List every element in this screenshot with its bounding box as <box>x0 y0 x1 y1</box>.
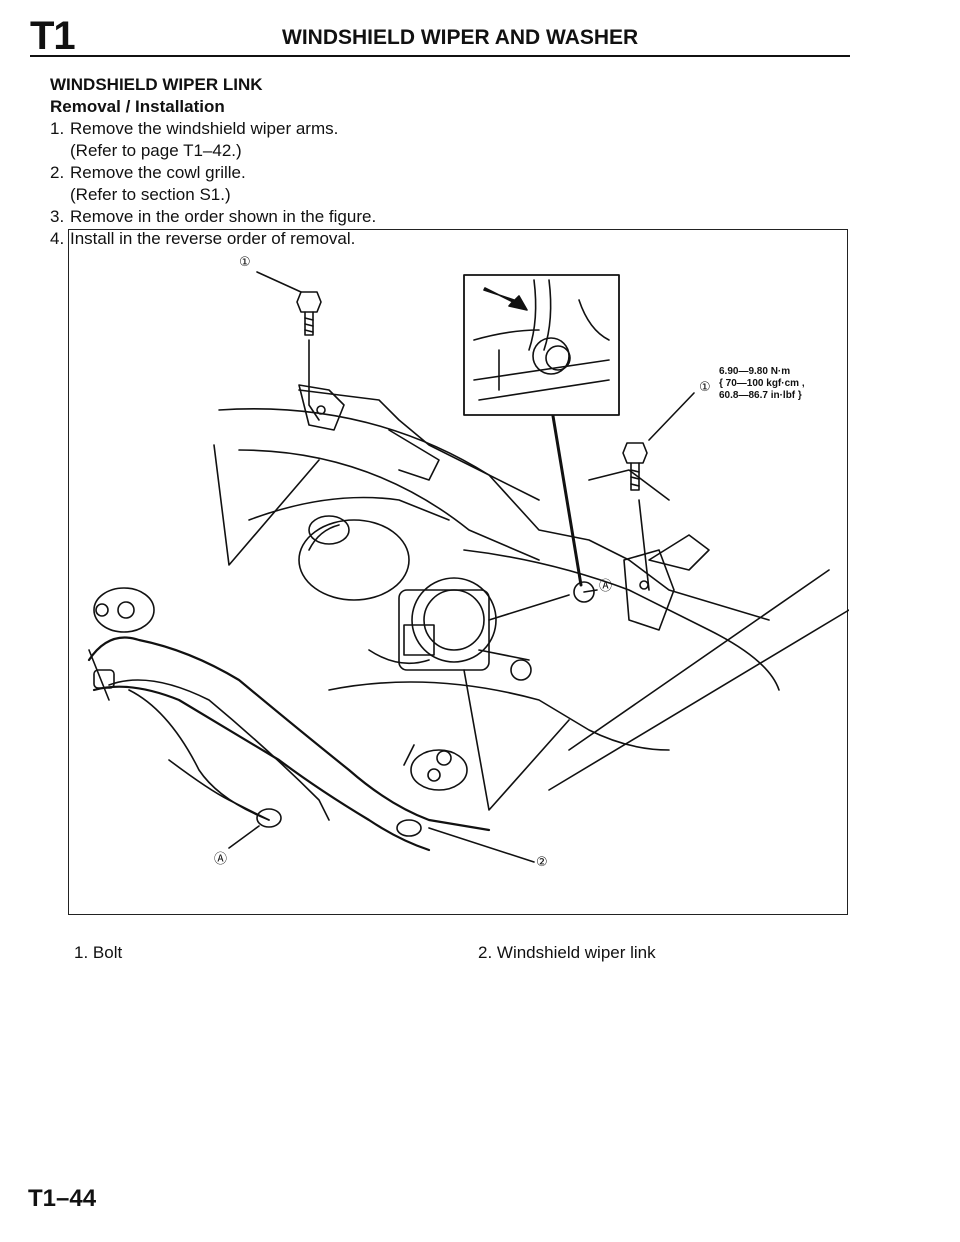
pivot-left <box>93 587 155 633</box>
step-note: (Refer to page T1–42.) <box>70 141 242 160</box>
section-code: T1 <box>30 14 76 58</box>
cowl-panel <box>328 681 670 751</box>
step-item: 2. Remove the cowl grille. <box>50 162 376 184</box>
inset-leader <box>551 414 583 587</box>
header-rule <box>30 55 850 57</box>
callout-a-left: Ⓐ <box>214 852 228 867</box>
legend-item-wiper-link: 2. Windshield wiper link <box>478 943 656 962</box>
wiper-motor <box>298 519 410 601</box>
cowl-panel <box>568 569 830 751</box>
torque-inlbf: 60.8—86.7 in·lbf } <box>719 390 802 401</box>
callout-leader <box>428 827 535 863</box>
callout-1-top: ① <box>239 255 251 270</box>
link-end <box>256 808 282 828</box>
bolt-right <box>622 442 650 591</box>
step-item: 4. Install in the reverse order of remov… <box>50 228 376 250</box>
step-number: 1. <box>50 119 65 138</box>
step-text: Remove in the order shown in the figure. <box>70 207 377 226</box>
cowl-panel <box>238 449 540 561</box>
wiper-link-bar <box>87 636 491 832</box>
page-number: T1–44 <box>28 1185 97 1212</box>
bolt-top <box>296 291 322 421</box>
torque-kgfcm: { 70—100 kgf·cm , <box>719 378 805 389</box>
detail-arrow <box>483 287 528 311</box>
procedure: WINDSHIELD WIPER LINK Removal / Installa… <box>50 74 376 250</box>
cowl-panel <box>588 469 670 501</box>
callout-leader <box>256 271 302 293</box>
callout-2: ② <box>536 855 548 870</box>
cowl-panel <box>463 549 780 691</box>
section-heading: WINDSHIELD WIPER LINK <box>50 75 263 94</box>
torque-nm: 6.90—9.80 N·m <box>719 366 791 377</box>
legend-item-bolt: 1. Bolt <box>74 943 123 962</box>
step-number: 3. <box>50 207 65 226</box>
brace <box>463 669 570 811</box>
section-subheading: Removal / Installation <box>50 97 225 116</box>
step-text: Install in the reverse order of removal. <box>70 229 356 248</box>
callout-leader <box>228 825 260 849</box>
callout-leader <box>583 589 598 593</box>
step-number: 4. <box>50 229 65 248</box>
step-text: Remove the windshield wiper arms. <box>70 119 339 138</box>
motor-bracket <box>398 589 490 671</box>
step-item: 3. Remove in the order shown in the figu… <box>50 206 376 228</box>
pivot-right <box>410 749 468 791</box>
wiper-link-figure: ① ① ② Ⓐ Ⓐ 6.90—9.80 N·m { 70—100 kgf·cm … <box>68 229 849 915</box>
cowl-panel <box>248 496 450 521</box>
callout-a-mid: Ⓐ <box>599 579 613 594</box>
cowl-panel <box>548 609 849 791</box>
brace <box>213 444 320 566</box>
step-item: 1. Remove the windshield wiper arms. <box>50 118 376 140</box>
cowl-panel <box>218 408 770 621</box>
step-text: Remove the cowl grille. <box>70 163 246 182</box>
cowl-panel <box>648 534 710 571</box>
wiper-link-illustration <box>87 271 849 863</box>
step-number: 2. <box>50 163 65 182</box>
step-list: 1. Remove the windshield wiper arms. (Re… <box>50 118 376 250</box>
callout-leader <box>648 392 695 441</box>
detail-inset <box>463 274 620 416</box>
cowl-panel <box>298 389 540 501</box>
step-note: (Refer to section S1.) <box>70 185 231 204</box>
torque-spec: 6.90—9.80 N·m { 70—100 kgf·cm , 60.8—86.… <box>719 366 805 402</box>
callout-1-right: ① <box>699 380 711 395</box>
page-title: WINDSHIELD WIPER AND WASHER <box>282 26 639 49</box>
